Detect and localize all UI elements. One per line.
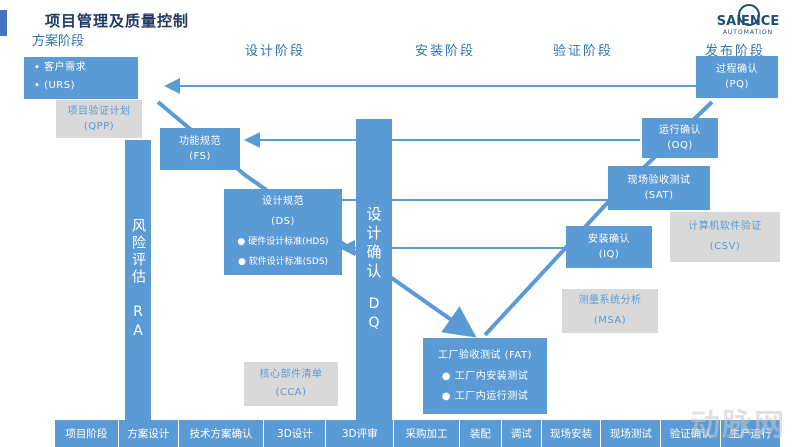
qpp-code: (QPP) [83, 121, 115, 132]
box-oq: 运行确认 (OQ) [642, 118, 718, 158]
pq-label: 过程确认 [716, 64, 758, 75]
box-pq: 过程确认 (PQ) [696, 56, 778, 98]
box-csv: 计算机软件验证 (CSV) [670, 212, 780, 262]
watermark-text: 动脉网 [690, 408, 786, 443]
stage-cell: 调试 [501, 420, 542, 447]
company-logo: SAIENCE AUTOMATION [700, 2, 796, 42]
fat-run-item: ● 工厂内运行测试 [441, 391, 529, 402]
fat-install-item: ● 工厂内安装测试 [441, 371, 529, 382]
fs-code: (FS) [189, 151, 211, 162]
box-cca: 核心部件清单 (CCA) [244, 362, 338, 406]
ds-sds-item: ● 软件设计标准(SDS) [237, 257, 329, 267]
stage-cell: 生产运行 [721, 420, 780, 447]
stage-cell: 装配 [459, 420, 502, 447]
ds-hds-item: ● 硬件设计标准(HDS) [237, 237, 329, 247]
stage-cell: 技术方案确认 [178, 420, 265, 447]
phase-label-design: 设计阶段 [245, 44, 306, 59]
box-urs: • 客户需求 • (URS) [24, 57, 138, 99]
stage-cell: 3D评审 [326, 420, 395, 447]
watermark: 动脉网 [690, 400, 786, 444]
stage-cell: 现场安装 [541, 420, 602, 447]
box-qpp: 项目验证计划 (QPP) [56, 100, 142, 138]
cca-code: (CCA) [275, 387, 307, 398]
iq-label: 安装确认 [588, 234, 630, 245]
msa-label: 测量系统分析 [578, 295, 642, 306]
box-ds: 设计规范 (DS) ● 硬件设计标准(HDS) ● 软件设计标准(SDS) [224, 189, 342, 275]
logo-text: SAIENCE [716, 14, 780, 29]
phase-label-scheme: 方案阶段 [32, 34, 85, 49]
oq-code: (OQ) [667, 140, 693, 151]
pq-code: (PQ) [725, 79, 749, 90]
phase-label-release: 发布阶段 [705, 44, 766, 59]
sat-label: 现场验收测试 [627, 175, 691, 186]
stage-cell: 3D设计 [264, 420, 327, 447]
qpp-label: 项目验证计划 [67, 106, 131, 117]
csv-code: (CSV) [709, 241, 741, 252]
box-design-qualification-dq: 设计确认 DQ [356, 119, 392, 420]
box-iq: 安装确认 (IQ) [566, 226, 652, 268]
logo-subtext: AUTOMATION [722, 29, 774, 36]
phase-label-verify: 验证阶段 [553, 44, 614, 59]
box-sat: 现场验收测试 (SAT) [608, 166, 710, 210]
ra-abbr: RA [130, 304, 146, 342]
logo-globe-icon [738, 4, 760, 26]
fat-label: 工厂验收测试 (FAT) [438, 350, 532, 361]
urs-code: • (URS) [34, 80, 75, 91]
box-msa: 测量系统分析 (MSA) [562, 289, 658, 333]
phase-label-install: 安装阶段 [415, 44, 476, 59]
box-fs: 功能规范 (FS) [160, 128, 240, 170]
dq-abbr: DQ [366, 295, 382, 334]
iq-code: (IQ) [598, 249, 620, 260]
ds-label: 设计规范 [262, 196, 304, 207]
csv-label: 计算机软件验证 [688, 221, 762, 232]
v-model-left-leg [156, 100, 477, 338]
box-fat: 工厂验收测试 (FAT) ● 工厂内安装测试 ● 工厂内运行测试 [423, 338, 547, 414]
stage-cell: 项目阶段 [55, 420, 119, 447]
cca-label: 核心部件清单 [259, 369, 323, 380]
msa-code: (MSA) [593, 315, 627, 326]
title-marker [0, 10, 7, 36]
urs-label: • 客户需求 [34, 62, 87, 73]
box-risk-assessment-ra: 风险评估 RA [125, 140, 151, 420]
fs-label: 功能规范 [179, 136, 221, 147]
stage-cell: 采购加工 [394, 420, 460, 447]
sat-code: (SAT) [644, 190, 674, 201]
oq-label: 运行确认 [659, 125, 701, 136]
dq-label: 设计确认 [364, 205, 383, 282]
project-stage-bar: 项目阶段 方案设计 技术方案确认 3D设计 3D评审 采购加工 装配 调试 现场… [55, 420, 780, 447]
stage-cell: 现场测试 [601, 420, 662, 447]
ds-code: (DS) [271, 216, 295, 227]
stage-cell: 方案设计 [118, 420, 179, 447]
stage-cell: 验证确认 [661, 420, 722, 447]
ra-label: 风险评估 [130, 218, 146, 286]
page-title: 项目管理及质量控制 [45, 12, 190, 30]
